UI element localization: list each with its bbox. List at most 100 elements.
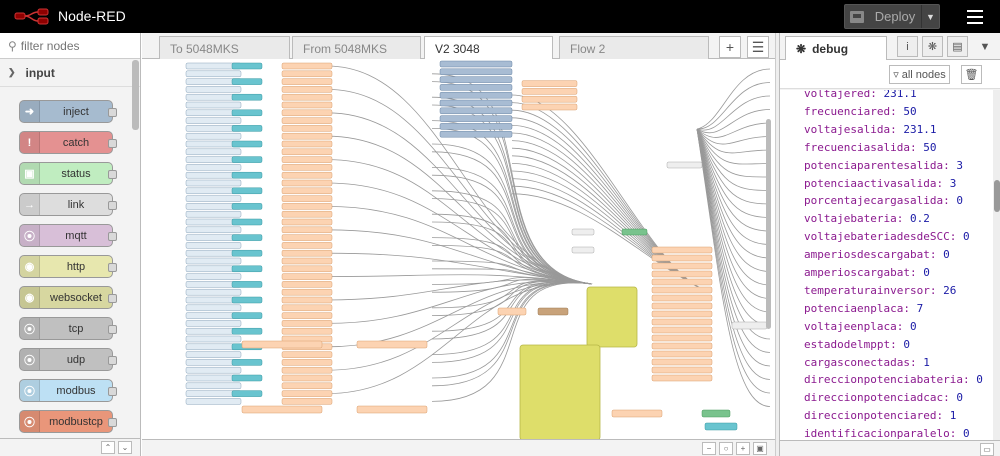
flow-node-modbus[interactable]	[439, 130, 513, 138]
flow-node-change[interactable]	[281, 390, 333, 397]
palette-node-status[interactable]: ▣status	[19, 162, 117, 185]
flow-node-change[interactable]	[281, 179, 333, 187]
flow-node-change[interactable]	[281, 125, 333, 132]
navigator-button[interactable]: ▣	[753, 442, 767, 455]
flow-node-mqtt[interactable]	[185, 70, 242, 78]
flow-node-change[interactable]	[281, 187, 333, 195]
palette-node-http[interactable]: ◉http	[19, 255, 117, 278]
flow-node-change[interactable]	[521, 80, 578, 87]
palette-node-catch[interactable]: !catch	[19, 131, 117, 154]
flow-node-change[interactable]	[281, 359, 333, 366]
flow-node-change[interactable]	[281, 296, 333, 304]
zoom-reset-button[interactable]: ○	[719, 442, 733, 455]
flow-node-change[interactable]	[651, 342, 713, 350]
flow-node-function[interactable]	[231, 327, 263, 335]
flow-node-function[interactable]	[231, 156, 263, 163]
flow-node-function[interactable]	[231, 281, 263, 288]
flow-node-modbus[interactable]	[439, 115, 513, 122]
flow-node-change[interactable]	[651, 294, 713, 302]
flow-node-function[interactable]	[231, 218, 263, 226]
flow-node-change[interactable]	[651, 358, 713, 366]
flow-node-link[interactable]	[731, 321, 768, 330]
filter-nodes-input[interactable]	[20, 38, 131, 53]
flow-node-mqtt[interactable]	[185, 273, 242, 280]
flow-node-mqtt[interactable]	[185, 226, 242, 234]
clear-debug-button[interactable]: 🗑	[961, 65, 982, 84]
flow-node-change[interactable]	[611, 409, 663, 418]
flow-node-change[interactable]	[281, 140, 333, 148]
flow-node-change[interactable]	[356, 405, 428, 414]
flow-node-function[interactable]	[231, 249, 263, 257]
flow-node-change[interactable]	[281, 164, 333, 171]
tab-flow-2[interactable]: Flow 2	[559, 36, 709, 60]
flow-node-change[interactable]	[241, 405, 323, 414]
flow-node-change[interactable]	[281, 304, 333, 312]
flow-node-mqtt[interactable]	[185, 366, 242, 374]
flow-node-function[interactable]	[231, 234, 263, 241]
flow-node-change[interactable]	[241, 340, 323, 349]
palette-node-modbus[interactable]: ⦿modbus	[19, 379, 117, 402]
flow-node-function[interactable]	[231, 265, 263, 273]
filter-all-nodes-button[interactable]: ▿ all nodes	[889, 65, 950, 84]
debug-scrollbar[interactable]	[993, 90, 1000, 440]
flow-node-debug[interactable]	[571, 246, 595, 254]
palette-node-mqtt[interactable]: ⦿mqtt	[19, 224, 117, 247]
flow-node-function[interactable]	[231, 374, 263, 382]
debug-tab-icon-button[interactable]: ❋	[922, 36, 943, 57]
flow-node-mqtt[interactable]	[185, 398, 242, 405]
palette-node-modbustcp[interactable]: ⦿modbustcp	[19, 410, 117, 433]
palette-node-inject[interactable]: ➜inject	[19, 100, 117, 123]
flow-node-change[interactable]	[281, 86, 333, 93]
zoom-out-button[interactable]: −	[702, 442, 716, 455]
flow-node-change[interactable]	[281, 312, 333, 319]
flow-node-mqtt[interactable]	[185, 335, 242, 343]
collapse-all-button[interactable]: ⌃	[101, 441, 115, 454]
flow-node-change[interactable]	[281, 70, 333, 78]
palette-node-link[interactable]: →link	[19, 193, 117, 216]
expand-all-button[interactable]: ⌄	[118, 441, 132, 454]
flow-node-mqtt[interactable]	[185, 382, 242, 390]
flow-canvas[interactable]	[142, 59, 775, 439]
flow-node-change[interactable]	[281, 93, 333, 101]
flow-node-output[interactable]	[621, 228, 648, 236]
flow-node-change[interactable]	[281, 398, 333, 405]
flow-node-change[interactable]	[281, 320, 333, 327]
flow-node-function[interactable]	[231, 359, 263, 366]
flow-node-change[interactable]	[651, 254, 713, 262]
flow-node-function[interactable]	[231, 187, 263, 195]
flow-node-modbus[interactable]	[439, 91, 513, 99]
flow-node-change[interactable]	[651, 374, 713, 382]
flow-node-change[interactable]	[281, 171, 333, 179]
dashboard-tab-button[interactable]: ▤	[947, 36, 968, 57]
info-tab-button[interactable]: i	[897, 36, 918, 57]
tab-debug[interactable]: ❋ debug	[785, 36, 887, 61]
flow-node-change[interactable]	[281, 257, 333, 265]
flow-node-change[interactable]	[651, 278, 713, 286]
list-flows-button[interactable]: ☰	[747, 36, 769, 58]
flow-node-modbus[interactable]	[439, 68, 513, 76]
flow-node-change[interactable]	[281, 62, 333, 70]
flow-node-change[interactable]	[281, 281, 333, 288]
main-menu-button[interactable]	[960, 6, 990, 28]
flow-node-change[interactable]	[651, 270, 713, 278]
canvas-vertical-scrollbar[interactable]	[766, 119, 771, 329]
flow-node-function-large[interactable]	[519, 344, 601, 439]
flow-node-change[interactable]	[281, 210, 333, 218]
tab-from-5048mks[interactable]: From 5048MKS	[292, 36, 421, 60]
flow-node-change[interactable]	[281, 226, 333, 234]
flow-node-mqtt[interactable]	[185, 132, 242, 140]
flow-node-change[interactable]	[281, 203, 333, 210]
flow-node-link[interactable]	[666, 161, 703, 169]
sidebar-popout-button[interactable]: ▭	[980, 443, 994, 456]
add-flow-button[interactable]: +	[719, 36, 741, 58]
flow-node-change[interactable]	[651, 318, 713, 326]
flow-node-change[interactable]	[281, 242, 333, 249]
flow-node-modbus[interactable]	[439, 84, 513, 91]
flow-node-change[interactable]	[281, 265, 333, 273]
flow-node-function[interactable]	[231, 390, 263, 397]
flow-node-change[interactable]	[281, 78, 333, 85]
flow-node-function[interactable]	[231, 203, 263, 210]
flow-node-function[interactable]	[231, 140, 263, 148]
zoom-in-button[interactable]: +	[736, 442, 750, 455]
flow-node-function-large[interactable]	[586, 286, 638, 348]
